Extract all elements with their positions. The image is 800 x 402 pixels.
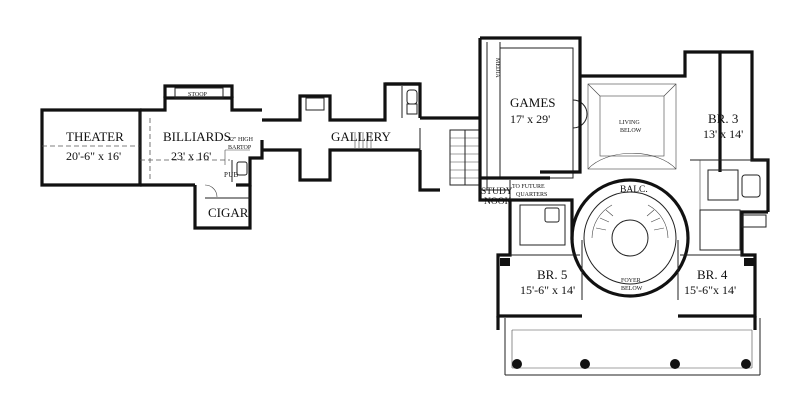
games-dims: 17' x 29' <box>510 112 550 126</box>
br3-dims: 13' x 14' <box>703 127 743 141</box>
pub-cigar-block <box>193 160 252 230</box>
future-quarters-label-1: TO FUTURE <box>512 184 545 190</box>
cigar-label: CIGAR <box>208 205 249 220</box>
room-labels: THEATER 20'-6" x 16' BILLIARDS 23' x 16'… <box>66 58 743 297</box>
study-label: STUDY <box>481 187 513 197</box>
stoop <box>163 84 234 99</box>
living-below-label-2: BELOW <box>620 128 642 134</box>
theater-room <box>40 108 142 187</box>
br4-room <box>678 209 768 318</box>
games-room <box>478 36 588 202</box>
nook-label: NOOK <box>484 197 512 207</box>
gallery-bath <box>385 82 422 150</box>
future-quarters-label-2: QUARTERS <box>516 192 547 198</box>
theater-label: THEATER <box>66 129 124 144</box>
balc-label: BALC. <box>620 185 648 195</box>
billiards-dims: 23' x 16' <box>171 149 211 163</box>
living-below <box>580 50 722 172</box>
br4-label: BR. 4 <box>697 267 728 282</box>
br5-room <box>496 198 582 318</box>
media-label: MEDIA <box>494 58 500 78</box>
billiards-label: BILLIARDS <box>163 129 231 144</box>
gallery <box>262 82 420 182</box>
foyer-below-label-1: FOYER <box>621 278 641 284</box>
gallery-stair <box>418 116 481 192</box>
foyer-below-label-2: BELOW <box>621 286 643 292</box>
br4-dims: 15'-6"x 14' <box>684 283 736 297</box>
games-label: GAMES <box>510 95 556 110</box>
pub-label: PUB <box>224 171 239 179</box>
stoop-label: STOOP <box>188 92 208 98</box>
br5-label: BR. 5 <box>537 267 567 282</box>
br3-label: BR. 3 <box>708 111 738 126</box>
br5-dims: 15'-6" x 14' <box>520 283 575 297</box>
gallery-label: GALLERY <box>331 129 392 144</box>
br3-room <box>690 50 770 212</box>
bartop-label-1: 42" HIGH <box>228 137 254 143</box>
living-below-label-1: LIVING <box>619 120 640 126</box>
theater-dims: 20'-6" x 16' <box>66 149 121 163</box>
front-porch <box>496 316 761 376</box>
bartop-label-2: BARTOP <box>228 145 252 151</box>
